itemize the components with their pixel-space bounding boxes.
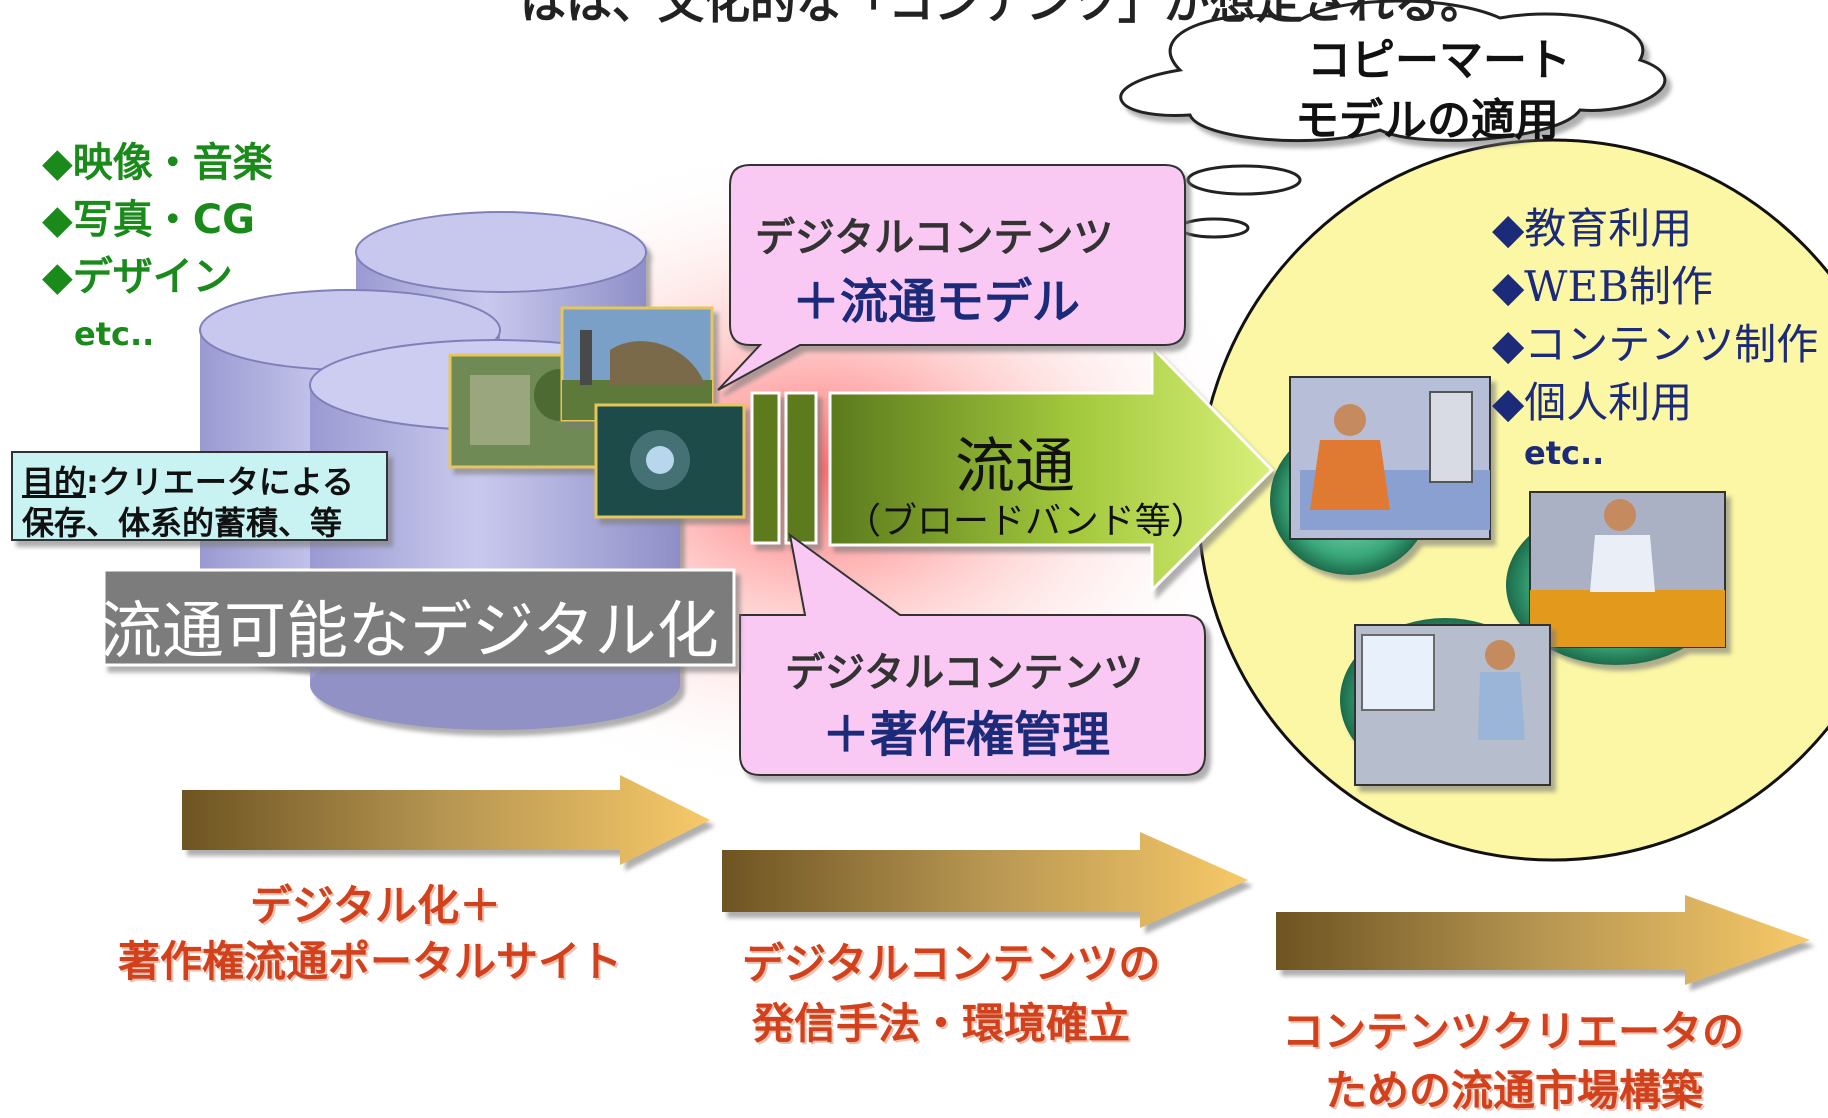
- thought-bubble-small-2: [1178, 217, 1250, 239]
- purpose-line1: 目的:クリエータによる: [22, 457, 354, 503]
- photo-light: [594, 403, 746, 519]
- use-item: ◆個人利用: [1492, 378, 1693, 427]
- digitization-label: 流通可能なデジタル化: [100, 594, 719, 667]
- stage-arrow-2: [722, 832, 1248, 928]
- stage-2-line2: 発信手法・環境確立: [752, 999, 1131, 1048]
- use-item: ◆教育利用: [1492, 204, 1693, 253]
- user-scene-computer: [1270, 376, 1491, 575]
- purpose-label: 目的: [22, 463, 87, 501]
- stage-1-line2: 著作権流通ポータルサイト: [118, 937, 623, 986]
- stage-2-line1: デジタルコンテンツの: [742, 939, 1161, 988]
- stage-1-line1: デジタル化＋: [250, 881, 502, 930]
- purpose-box: [11, 451, 388, 541]
- flow-arrow: [750, 343, 1275, 594]
- bubble-top-line1: デジタルコンテンツ: [755, 215, 1114, 261]
- stage-3-line1: コンテンツクリエータの: [1282, 1007, 1745, 1056]
- use-item: ◆WEB制作: [1492, 262, 1713, 311]
- purpose-text: :クリエータによる: [86, 463, 354, 501]
- top-caption: はは、文化的な「コンテンツ」が想定される。: [520, 0, 1486, 29]
- content-type-item: ◆デザイン: [42, 254, 233, 300]
- stage-arrow-1: [182, 775, 710, 865]
- thought-bubble-small-1: [1186, 164, 1302, 196]
- content-type-item: etc..: [74, 315, 155, 353]
- content-type-item: ◆映像・音楽: [42, 140, 273, 186]
- cloud-title-line2: モデルの適用: [1295, 95, 1559, 146]
- purpose-line2: 保存、体系的蓄積、等: [22, 504, 343, 542]
- flow-sub-label: （ブロードバンド等）: [845, 501, 1207, 542]
- stage-3-line2: ための流通市場構築: [1325, 1066, 1704, 1115]
- stage-arrow-3: [1276, 895, 1810, 985]
- cloud-title-line1: コピーマート: [1307, 35, 1571, 86]
- user-scene-presenter: [1340, 618, 1551, 786]
- thought-cloud: [1119, 0, 1667, 143]
- digitization-box: [102, 568, 736, 667]
- flow-main-label: 流通: [955, 432, 1075, 502]
- photo-ruins: [560, 306, 714, 422]
- use-item: ◆コンテンツ制作: [1492, 320, 1819, 369]
- user-scene-desk: [1506, 491, 1726, 665]
- content-type-item: ◆写真・CG: [42, 197, 255, 243]
- bubble-bottom: [739, 532, 1206, 776]
- bubble-bottom-line1: デジタルコンテンツ: [785, 650, 1144, 696]
- bubble-bottom-line2: ＋著作権管理: [822, 707, 1111, 763]
- bubble-top: [717, 164, 1186, 391]
- use-item: etc..: [1524, 434, 1605, 472]
- bubble-top-line2: ＋流通モデル: [792, 274, 1081, 330]
